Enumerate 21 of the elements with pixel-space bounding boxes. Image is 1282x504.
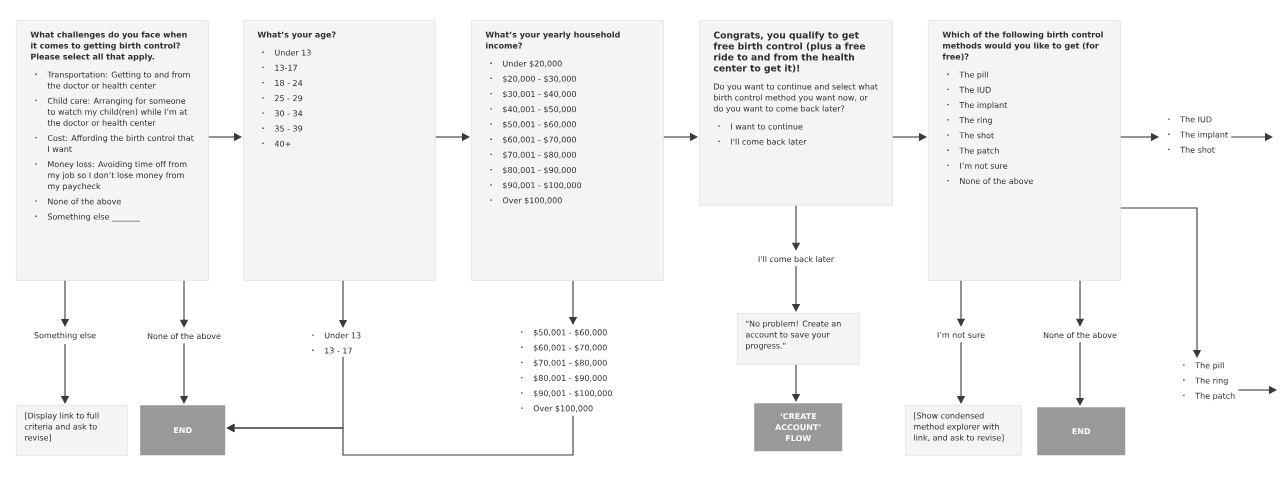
end-box: END [140, 405, 226, 456]
question-card: What challenges do you face when it comes to getting birth control? Please select all that apply. Transportation: Getting to and from the doctor or health center Child care: Arranging for someone to watch my child(ren) while I’m at the doctor or health center Cost: Affording the birth control that I want Money loss: Avoiding time off from my job so I don’t lose money from my paycheck None of the above Something else _______ [16, 20, 209, 281]
option-list: $50,001 - $60,000 $60,001 - $70,000 $70,001 - $80,000 $80,001 - $90,000 $90,001 - $100,000 Over $100,000 [521, 329, 612, 413]
option-label: Something else [34, 332, 96, 340]
question-card: What’s your yearly household income? Under $20,000 $20,000 - $30,000 $30,001 - $40,000 $40,001 - $50,000 $50,001 - $60,000 $60,001 - $70,000 $70,001 - $80,000 $80,001 - $90,000 $90,001 - $100,000 Over $100,000 [471, 20, 664, 281]
option-label: I'll come back later [758, 255, 835, 263]
option-list: The IUD The implant The shot [1168, 116, 1228, 153]
option-list: The pill The ring The patch [1183, 362, 1235, 401]
question-card: What’s your age? Under 13 13-17 18 - 24 25 - 29 30 - 34 35 - 39 40+ [243, 20, 436, 281]
question-card: Which of the following birth control methods would you like to get (for free)? The pill The IUD The implant The ring The shot The patch I’m not sure None of the above [928, 20, 1121, 281]
option-label: None of the above [1043, 331, 1117, 339]
arrow [1120, 207, 1202, 358]
message-box: [Show condensed method explorer with link, and ask to revise] [905, 405, 1022, 456]
flow-box: ‘CREATE ACCOUNT’ FLOW [754, 403, 843, 452]
end-box: END [1037, 407, 1126, 456]
message-box: "No problem! Create an account to save your progress." [737, 313, 860, 365]
option-label: I’m not sure [937, 332, 985, 338]
message-box: [Display link to full criteria and ask to revise] [16, 405, 128, 456]
option-list: Under 13 13 - 17 [312, 332, 361, 354]
question-card: Congrats, you qualify to get free birth control (plus a free ride to and from the health center to get it)! Do you want to continue and select what birth control method you want now, or do you want to come back later? I want to continue I'll come back later [699, 20, 893, 206]
option-label: None of the above [147, 332, 221, 340]
